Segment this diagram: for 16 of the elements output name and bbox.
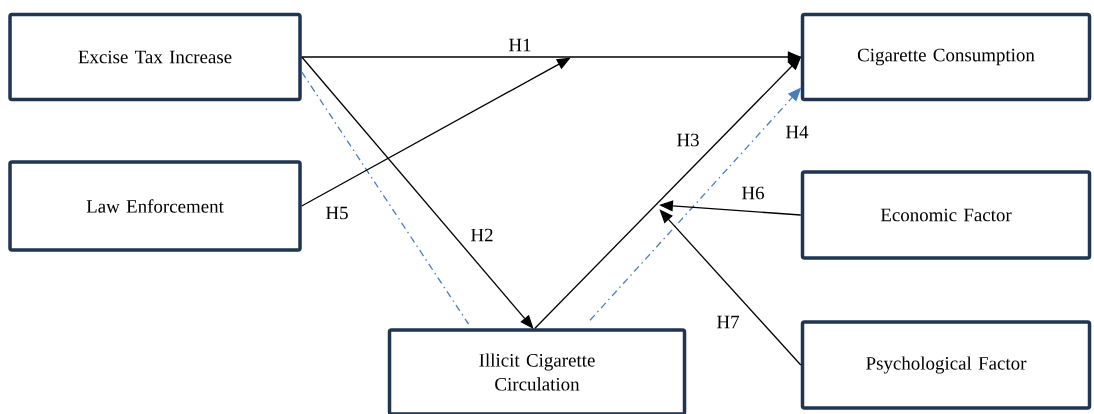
factor-box: Cigarette Consumption [800, 12, 1092, 102]
edge-label: H4 [784, 124, 810, 140]
edge-label: H7 [715, 314, 741, 330]
edge-label: H1 [507, 37, 533, 53]
edge-label: H3 [675, 132, 701, 148]
factor-box: Law Enforcement [8, 160, 302, 252]
edge-label: H6 [740, 185, 766, 201]
factor-box: Illicit Cigarette Circulation [387, 328, 687, 414]
factor-box: Economic Factor [800, 170, 1092, 260]
factor-box: Psychological Factor [800, 320, 1092, 410]
arrow [301, 56, 534, 329]
dash-dot-line [301, 71, 470, 325]
arrow [659, 209, 802, 366]
edge-label: H5 [324, 205, 350, 221]
edge-label: H2 [469, 227, 495, 243]
factor-box: Excise Tax Increase [8, 12, 302, 102]
